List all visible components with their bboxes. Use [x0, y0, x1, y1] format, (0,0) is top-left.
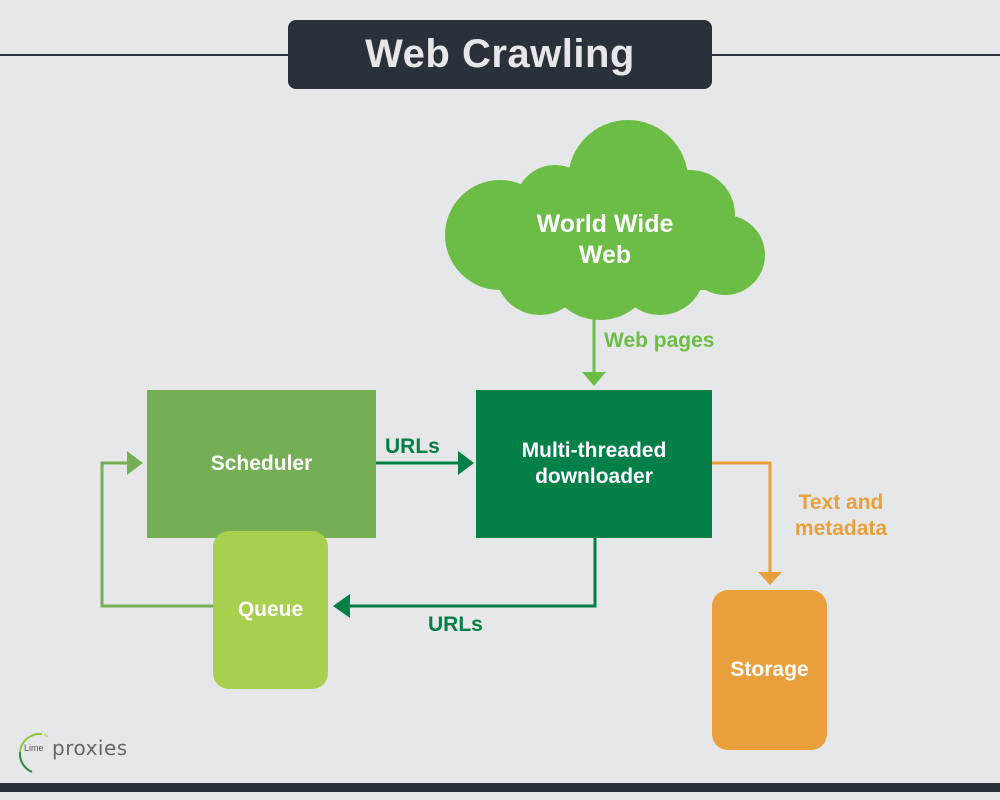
- title-rule-right: [710, 54, 1000, 56]
- cloud-shape: [445, 120, 765, 320]
- queue-label: Queue: [237, 597, 304, 621]
- text-metadata-line-1: Text and: [798, 491, 884, 514]
- urls-to-downloader-label: URLs: [385, 435, 440, 458]
- logo-arc-icon: [18, 732, 49, 773]
- world-wide-web-node: World Wide Web: [500, 200, 710, 280]
- urls-to-queue-label: URLs: [428, 613, 483, 636]
- downloader-node: Multi-threaded downloader: [476, 390, 712, 538]
- www-label-line-2: Web: [578, 241, 632, 269]
- logo-lime-text: Lime: [24, 743, 44, 753]
- title-rule-left: [0, 54, 290, 56]
- queue-node: Queue: [213, 531, 328, 689]
- text-metadata-arrow: [712, 461, 782, 585]
- page-title: Web Crawling: [288, 20, 712, 89]
- web-pages-arrow: [582, 305, 606, 386]
- urls-arrow-to-downloader: [376, 451, 474, 475]
- scheduler-label: Scheduler: [210, 451, 313, 475]
- footer-bar: [0, 783, 1000, 792]
- urls-arrow-to-queue: [333, 538, 597, 618]
- storage-label: Storage: [730, 657, 809, 681]
- web-pages-label: Web pages: [604, 329, 715, 352]
- www-label-line-1: World Wide: [536, 209, 674, 238]
- downloader-label-line-2: downloader: [535, 465, 653, 488]
- text-metadata-line-2: metadata: [794, 517, 888, 541]
- logo-proxies-text: proxies: [52, 736, 128, 760]
- storage-node: Storage: [712, 590, 827, 750]
- downloader-label-line-1: Multi-threaded: [521, 438, 667, 462]
- text-metadata-label: Text and metadata: [782, 490, 900, 543]
- limeproxies-logo: Lime proxies: [14, 730, 127, 770]
- scheduler-node: Scheduler: [147, 390, 376, 538]
- queue-to-scheduler-arrow: [100, 451, 213, 608]
